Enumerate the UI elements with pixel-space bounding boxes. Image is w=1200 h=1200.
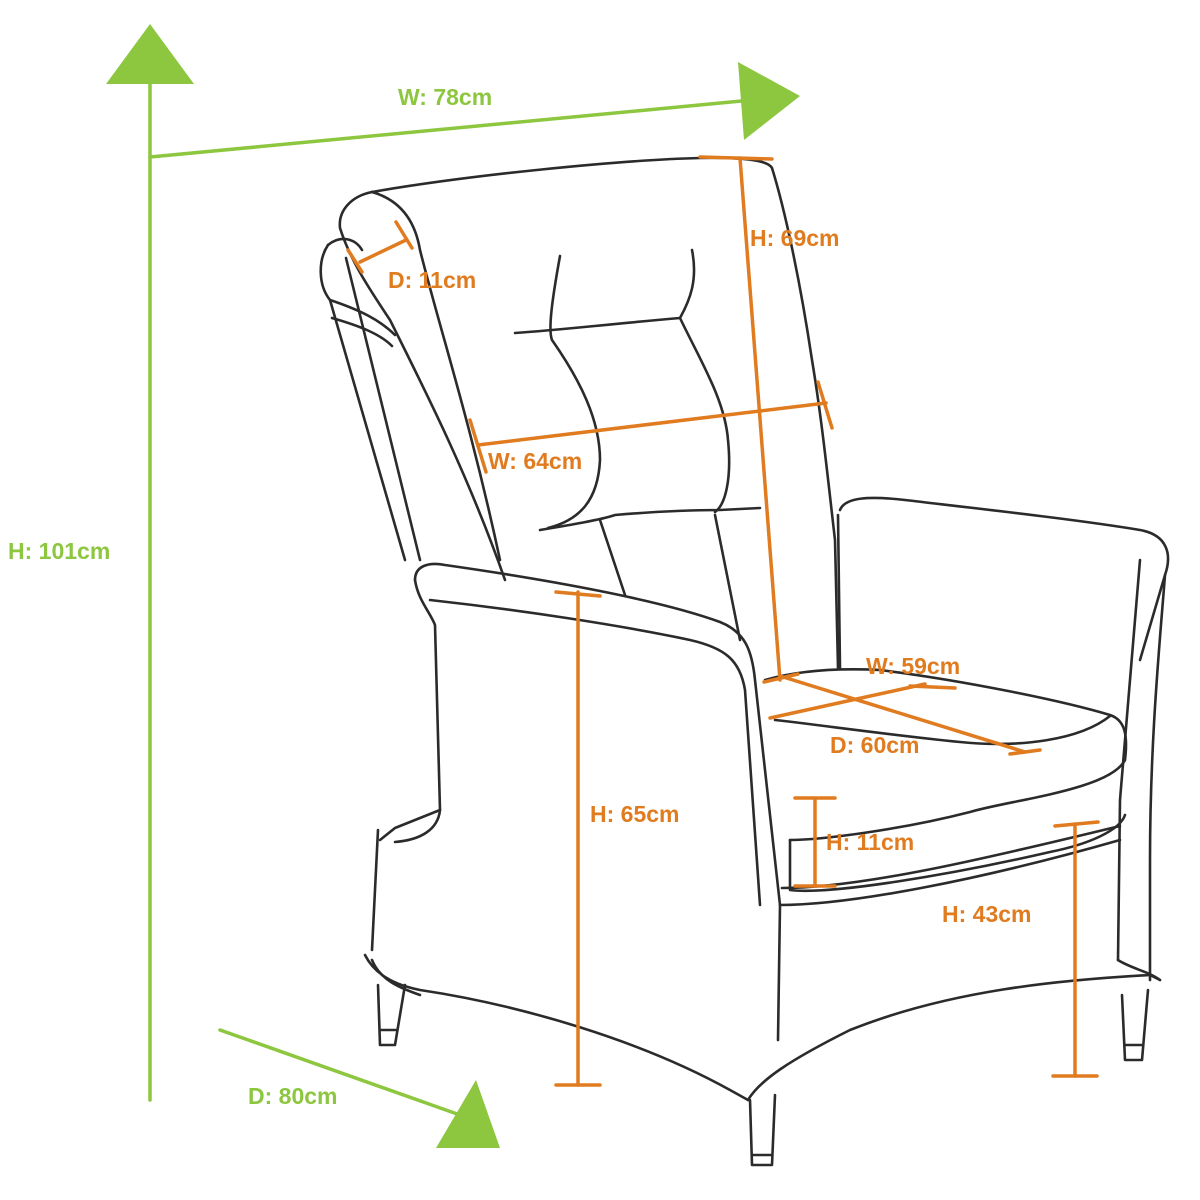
arrow-down-right-icon — [436, 1080, 500, 1148]
cushion-height-label: H: 11cm — [826, 829, 914, 855]
back-depth-dimension — [346, 220, 414, 274]
seat-depth-dimension — [762, 672, 1042, 756]
back-cushion — [370, 156, 840, 670]
cushion-height-dimension — [793, 796, 837, 888]
seat-height-label: H: 43cm — [942, 901, 1031, 927]
overall-width-label: W: 78cm — [398, 84, 492, 110]
chair-outline — [319, 156, 1170, 1167]
back-width-label: W: 64cm — [488, 448, 582, 474]
front-rail — [778, 838, 1122, 907]
seat-width-label: W: 59cm — [866, 653, 960, 679]
overall-depth-label: D: 80cm — [248, 1083, 337, 1109]
arm-height-label: H: 65cm — [590, 801, 679, 827]
arrow-right-icon — [738, 62, 800, 140]
leg-back-left — [376, 983, 407, 1047]
back-width-dimension — [468, 380, 834, 474]
arm-height-dimension — [554, 590, 602, 1087]
right-arm — [838, 496, 1170, 662]
seat-cushion — [763, 668, 1128, 842]
back-height-dimension — [698, 155, 782, 682]
back-height-label: H: 69cm — [750, 225, 839, 251]
overall-width-dimension — [148, 62, 800, 159]
back-depth-label: D: 11cm — [388, 267, 476, 293]
leg-front-right — [1120, 988, 1150, 1062]
left-arm — [413, 562, 782, 907]
overall-depth-dimension — [218, 1028, 500, 1148]
overall-height-label: H: 101cm — [8, 538, 110, 564]
leg-front-left — [748, 1093, 777, 1167]
seat-depth-label: D: 60cm — [830, 732, 919, 758]
overall-height-dimension — [106, 24, 194, 1102]
tufting-lines — [546, 254, 602, 530]
arrow-up-icon — [106, 24, 194, 84]
chair-base — [363, 953, 750, 1102]
seat-width-dimension — [768, 682, 957, 720]
seat-height-dimension — [1051, 820, 1100, 1078]
